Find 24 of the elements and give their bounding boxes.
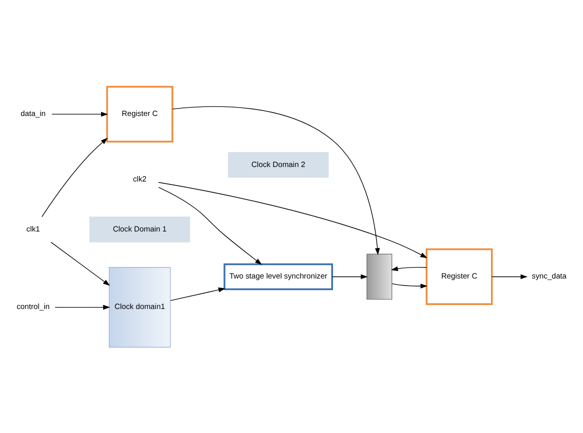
- arrow: [170, 287, 226, 300]
- arrow: [42, 137, 108, 217]
- arrow: [392, 282, 428, 288]
- arrow: [54, 304, 110, 310]
- node-text: control_in: [16, 302, 50, 311]
- arrow: [172, 106, 380, 255]
- node-box: Register C: [106, 85, 174, 142]
- arrow: [390, 266, 427, 271]
- node-box: Clock Domain 1: [89, 216, 190, 242]
- arrow: [492, 274, 528, 279]
- node-box: Clock Domain 2: [228, 152, 329, 178]
- node-box: Register C: [426, 248, 493, 305]
- node-box: Clock domain1: [108, 266, 171, 348]
- node-text: sync_data: [532, 271, 567, 280]
- arrow: [332, 274, 368, 279]
- node-text: data_in: [20, 108, 46, 118]
- node-text: clk1: [26, 224, 40, 233]
- arrow: [158, 182, 428, 258]
- arrow: [52, 111, 108, 116]
- node-trapezoid: [366, 253, 392, 300]
- node-text: clk2: [132, 174, 147, 183]
- node-box: Two stage level synchronizer: [224, 262, 333, 290]
- arrow: [50, 241, 110, 286]
- arrow: [158, 186, 262, 264]
